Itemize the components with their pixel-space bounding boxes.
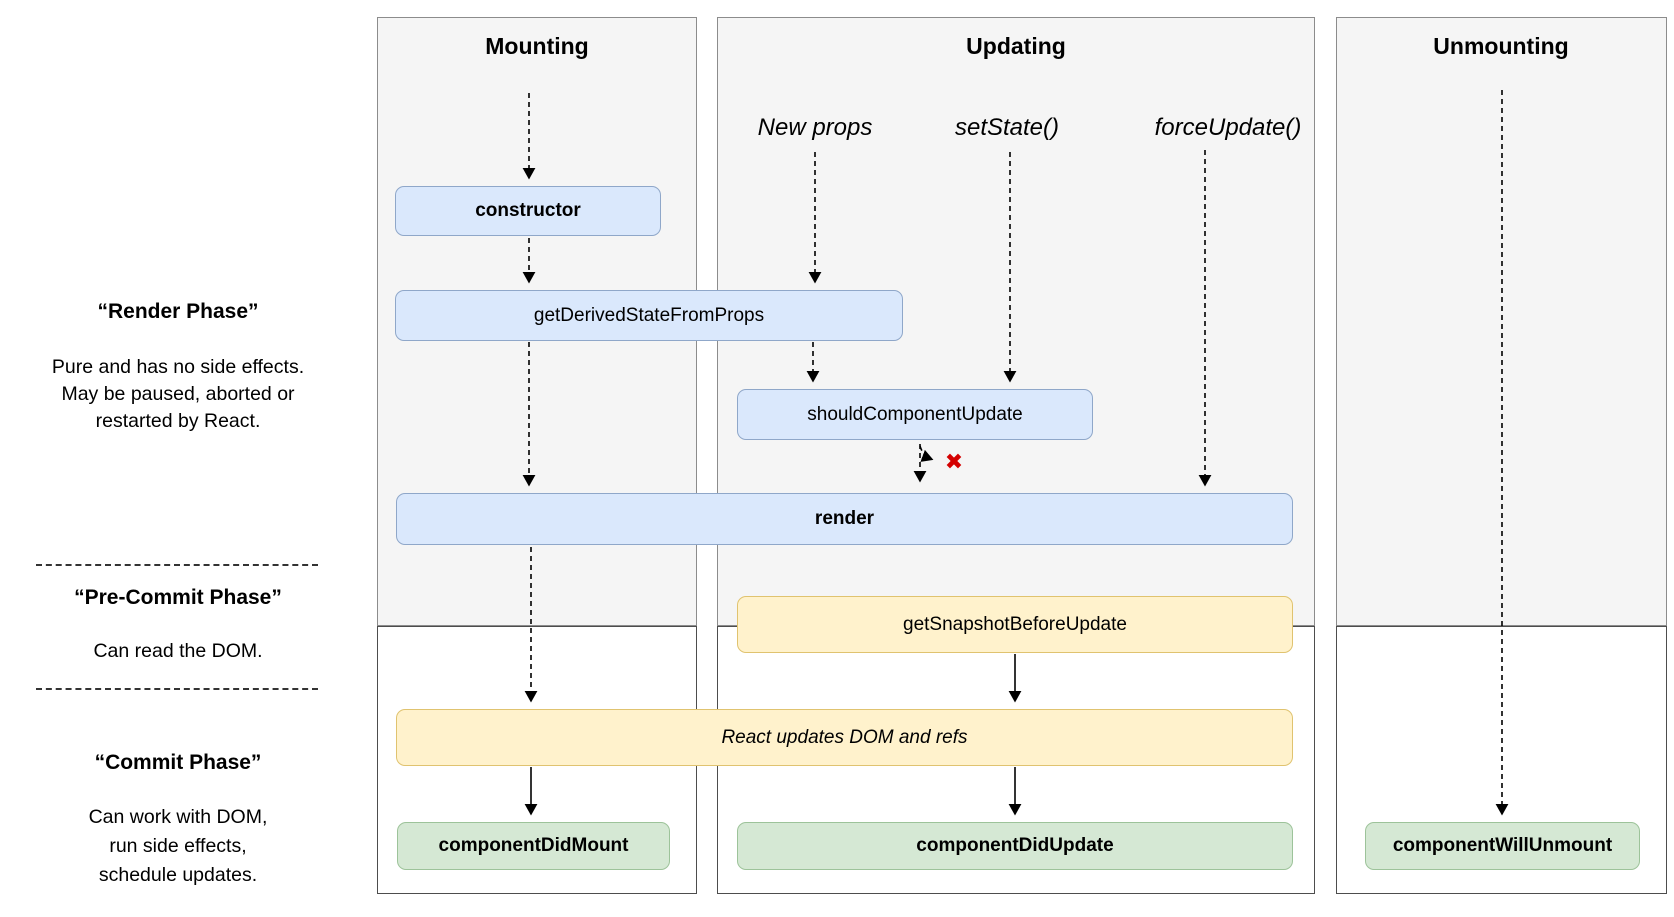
no-update-x-icon: ✖ [944,449,964,474]
commit-phase-line-2: run side effects, [109,835,247,857]
unmounting-column-render-section [1336,17,1667,626]
phase-divider-bottom [36,688,318,690]
render-phase-line-2: May be paused, aborted or [61,383,295,405]
node-component-will-unmount: componentWillUnmount [1365,822,1640,870]
trigger-new-props: New props [757,114,873,141]
commit-phase-line-1: Can work with DOM, [88,806,268,828]
render-phase-description: Pure and has no side effects. May be pau… [52,354,304,435]
trigger-set-state: setState() [954,114,1060,141]
updating-column-title: Updating [966,33,1066,59]
node-react-updates-dom: React updates DOM and refs [396,709,1293,766]
commit-phase-title: “Commit Phase” [94,751,262,774]
node-should-component-update: shouldComponentUpdate [737,389,1093,440]
node-component-did-update: componentDidUpdate [737,822,1293,870]
commit-phase-description: Can work with DOM, run side effects, sch… [89,803,268,890]
trigger-force-update: forceUpdate() [1154,114,1302,141]
pre-commit-phase-description: Can read the DOM. [93,638,262,665]
node-render: render [396,493,1293,545]
render-phase-line-1: Pure and has no side effects. [51,356,305,378]
pre-commit-phase-line-1: Can read the DOM. [93,640,263,662]
node-get-snapshot-before-update: getSnapshotBeforeUpdate [737,596,1293,653]
render-phase-line-3: restarted by React. [95,410,261,432]
node-get-derived-state-from-props: getDerivedStateFromProps [395,290,903,341]
phase-divider-top [36,564,318,566]
unmounting-column-title: Unmounting [1433,33,1569,59]
pre-commit-phase-title: “Pre-Commit Phase” [74,586,282,609]
commit-phase-line-3: schedule updates. [98,864,258,886]
node-constructor: constructor [395,186,661,236]
mounting-column-title: Mounting [485,33,589,59]
node-component-did-mount: componentDidMount [397,822,670,870]
render-phase-title: “Render Phase” [97,300,259,323]
